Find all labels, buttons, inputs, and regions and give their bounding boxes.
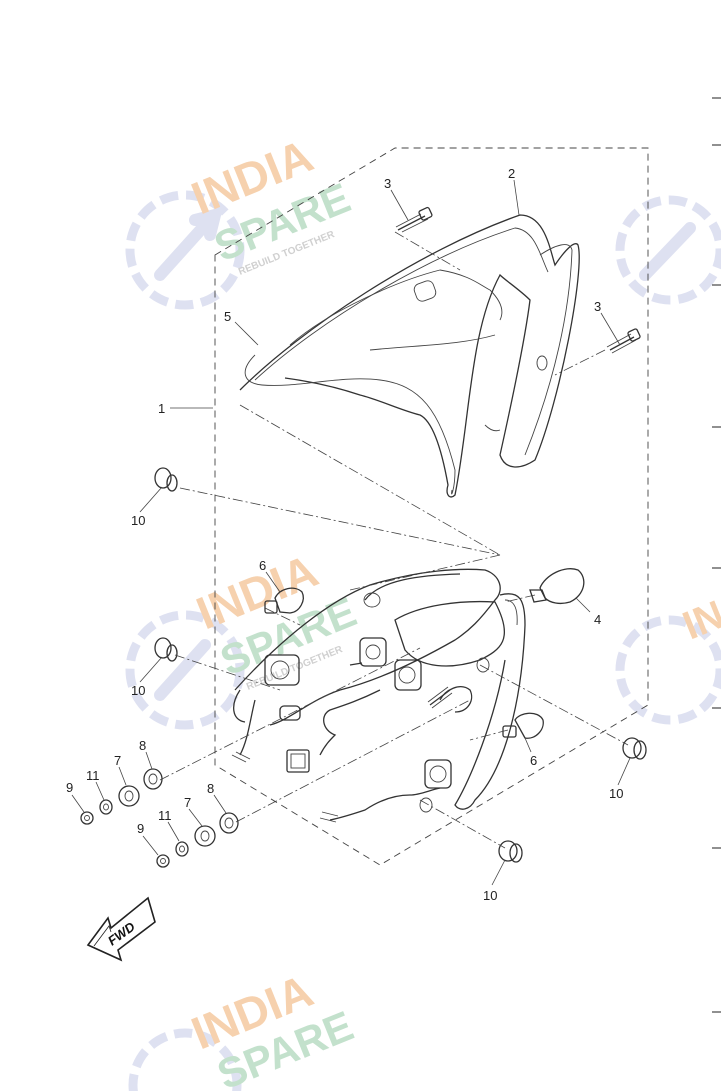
tail-cover — [239, 214, 580, 498]
nut-9a — [80, 811, 94, 825]
fwd-arrow-icon: FWD — [86, 896, 156, 962]
spacer-11b — [175, 841, 189, 857]
leader-lines — [71, 179, 631, 886]
watermark-logo: INDIA SPARE REBUILD TOGETHER — [125, 129, 357, 310]
callout-1: 1 — [158, 401, 165, 416]
callout-11: 11 — [158, 808, 172, 823]
grommet-10b — [154, 637, 178, 662]
callout-3: 3 — [594, 299, 601, 314]
grommet-10c — [622, 737, 647, 760]
bulb-6a — [264, 587, 304, 614]
callout-8: 8 — [207, 781, 214, 796]
assembly-boundary — [214, 147, 649, 866]
callout-3: 3 — [384, 176, 391, 191]
callout-11: 11 — [86, 768, 100, 783]
callout-4: 4 — [594, 612, 601, 627]
callout-10: 10 — [131, 683, 145, 698]
callout-6: 6 — [530, 753, 537, 768]
watermark-logo: IN — [615, 593, 721, 725]
screw-3b — [606, 328, 641, 354]
callout-9: 9 — [66, 780, 73, 795]
watermark-logo: INDIA SPARE — [128, 964, 360, 1091]
wire-5 — [244, 354, 456, 495]
callout-9: 9 — [137, 821, 144, 836]
callout-7: 7 — [114, 753, 121, 768]
callout-6: 6 — [259, 558, 266, 573]
collar-8b — [219, 812, 239, 834]
grommet-10d — [498, 840, 523, 863]
callout-7: 7 — [184, 795, 191, 810]
watermark-logo: INDIA SPARE REBUILD TOGETHER — [125, 544, 363, 730]
callout-8: 8 — [139, 738, 146, 753]
collar-8a — [143, 768, 163, 790]
light-housing — [231, 568, 526, 823]
assembly-lines — [159, 231, 629, 849]
grommet-10a — [154, 467, 178, 492]
callout-2: 2 — [508, 166, 515, 181]
callout-labels: 1 2 3 3 4 5 6 6 7 7 8 8 9 9 10 10 10 10 … — [66, 166, 623, 903]
watermark-fragment: IN — [677, 593, 721, 649]
callout-10: 10 — [131, 513, 145, 528]
spacer-11a — [99, 799, 113, 815]
collar-7b — [194, 825, 216, 847]
bulb-4 — [529, 568, 585, 605]
callout-5: 5 — [224, 309, 231, 324]
screw-3a — [395, 206, 433, 233]
page-edge-ticks — [712, 97, 721, 1013]
callout-10: 10 — [483, 888, 497, 903]
watermark-logo — [615, 195, 721, 305]
callout-10: 10 — [609, 786, 623, 801]
nut-9b — [156, 854, 170, 868]
collar-7a — [118, 785, 140, 807]
